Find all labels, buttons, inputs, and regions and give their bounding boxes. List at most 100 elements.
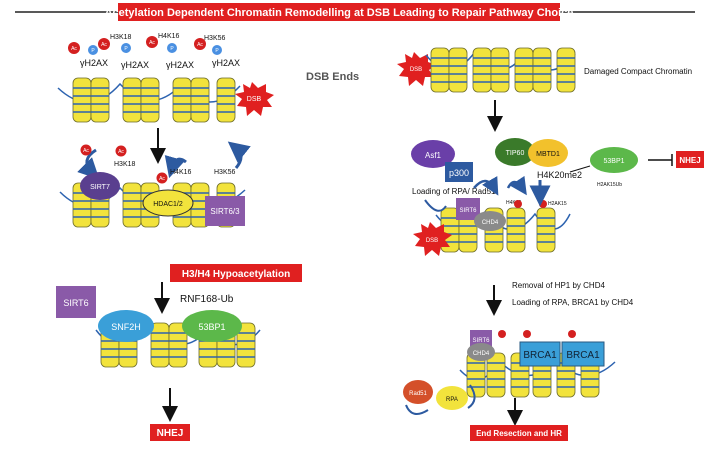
removal-hp1-label: Removal of HP1 by CHD4 <box>512 281 605 290</box>
sirt6-label: SIRT6 <box>63 298 88 308</box>
ac-circle <box>514 200 522 208</box>
ac-circle: Ac <box>80 144 92 156</box>
nhej-label: NHEJ <box>157 428 184 439</box>
snf2h-label: SNF2H <box>111 322 141 332</box>
brca1-box <box>519 341 561 367</box>
ac-circle: Ac <box>98 38 110 50</box>
brca1-label: BRCA1 <box>523 350 557 361</box>
h4k16-label: H4K16 <box>506 200 522 206</box>
curved-arrow <box>506 175 527 196</box>
53bp1-label: 53BP1 <box>603 158 624 165</box>
ac-circle <box>523 330 531 338</box>
asf1-label: Asf1 <box>425 151 442 160</box>
rpa-ellipse <box>436 386 468 410</box>
ac-circle <box>539 200 547 208</box>
rad51-label: Rad51 <box>409 391 427 397</box>
asf1-ellipse <box>411 140 455 168</box>
dsb-starburst: DSB <box>235 82 274 116</box>
svg-text:DSB: DSB <box>410 67 422 73</box>
rad51-ellipse <box>403 380 433 404</box>
damaged-chromatin-label: Damaged Compact Chromatin <box>584 67 692 76</box>
svg-text:Ac: Ac <box>149 40 155 46</box>
ac-circle: Ac <box>115 145 127 157</box>
curved-arrow <box>473 176 499 196</box>
svg-text:P: P <box>170 46 174 52</box>
dsb-starburst: DSB <box>413 222 452 256</box>
p300-box <box>445 162 473 182</box>
svg-text:Ac: Ac <box>71 46 77 52</box>
p-circle: P <box>121 43 131 53</box>
chd4-ellipse <box>467 343 495 361</box>
mod-label-h3k18: H3K18 <box>110 34 132 41</box>
sirt7-ellipse <box>80 172 120 200</box>
mod-label-h3k56: H3K56 <box>214 169 236 176</box>
53bp1-ellipse <box>590 147 638 173</box>
53bp1-ellipse <box>182 310 242 342</box>
brca1-box <box>561 341 605 367</box>
hdac-ellipse <box>142 189 194 217</box>
53bp1-label: 53BP1 <box>198 322 225 332</box>
chd4-label: CHD4 <box>473 351 490 357</box>
chd4-ellipse <box>474 211 506 231</box>
h2ak15ub-label: H2AK15Ub <box>597 182 622 188</box>
tip60-ellipse <box>495 138 535 166</box>
curved-arrow <box>467 384 476 409</box>
ac-circle <box>568 330 576 338</box>
svg-text:Ac: Ac <box>118 149 124 155</box>
p300-label: p300 <box>449 168 469 178</box>
gamma-h2ax-label: γH2AX <box>121 60 149 70</box>
hypoacetylation-banner <box>170 264 302 282</box>
right-bottom-chromatin <box>459 352 616 398</box>
svg-text:P: P <box>124 46 128 52</box>
mod-label-h3k18: H3K18 <box>114 161 136 168</box>
rnf168-label: RNF168-Ub <box>180 294 234 305</box>
curved-arrow <box>164 155 187 179</box>
ac-circle: Ac <box>146 36 158 48</box>
sirt6-box <box>56 286 96 318</box>
loading-rpa-brca1-label: Loading of RPA, BRCA1 by CHD4 <box>512 298 634 307</box>
brca1-label: BRCA1 <box>566 350 600 361</box>
mod-label-h4k16: H4K16 <box>170 169 192 176</box>
end-resection-box <box>470 425 568 441</box>
snf2h-ellipse <box>98 310 154 342</box>
mbtd1-label: MBTD1 <box>536 151 560 158</box>
svg-text:P: P <box>215 48 219 54</box>
right-top-chromatin <box>425 47 576 93</box>
sirt63-label: SIRT6/3 <box>210 207 240 216</box>
svg-text:Ac: Ac <box>83 148 89 154</box>
gamma-h2ax-label: γH2AX <box>212 58 240 68</box>
h2ak15-label: H2AK15 <box>548 201 567 207</box>
rpa-label: RPA <box>446 397 458 403</box>
svg-text:DSB: DSB <box>426 238 438 244</box>
left-top-chromatin <box>57 77 241 123</box>
sirt6-box <box>456 198 480 220</box>
mbtd1-ellipse <box>528 139 568 167</box>
sirt6-label: SIRT6 <box>460 208 478 214</box>
sirt7-label: SIRT7 <box>90 184 110 191</box>
curved-arrow <box>405 404 429 415</box>
sirt63-box <box>205 196 245 226</box>
dsb-ends-label: DSB Ends <box>306 71 359 83</box>
sirt6-label: SIRT6 <box>473 338 491 344</box>
nhej-label: NHEJ <box>679 156 700 165</box>
title: Acetylation Dependent Chromatin Remodell… <box>105 7 574 19</box>
hdac-label: HDAC1/2 <box>153 201 183 208</box>
p-circle: P <box>88 45 98 55</box>
mod-label-h3k56: H3K56 <box>204 35 226 42</box>
nhej-box <box>676 151 704 168</box>
curved-arrow <box>424 199 447 212</box>
hypoacetylation-label: H3/H4 Hypoacetylation <box>182 269 290 280</box>
tip60-label: TIP60 <box>506 150 525 157</box>
mod-label-h4k16: H4K16 <box>158 33 180 40</box>
curved-arrow <box>77 148 100 180</box>
title-banner <box>118 3 560 21</box>
ac-circle <box>498 330 506 338</box>
connector-line <box>569 165 591 173</box>
ac-circle: Ac <box>156 172 168 184</box>
left-bottom-chromatin <box>95 322 261 368</box>
gamma-h2ax-label: γH2AX <box>80 58 108 68</box>
svg-text:Ac: Ac <box>101 42 107 48</box>
curved-arrow <box>227 141 251 169</box>
sirt6-box <box>470 330 492 348</box>
